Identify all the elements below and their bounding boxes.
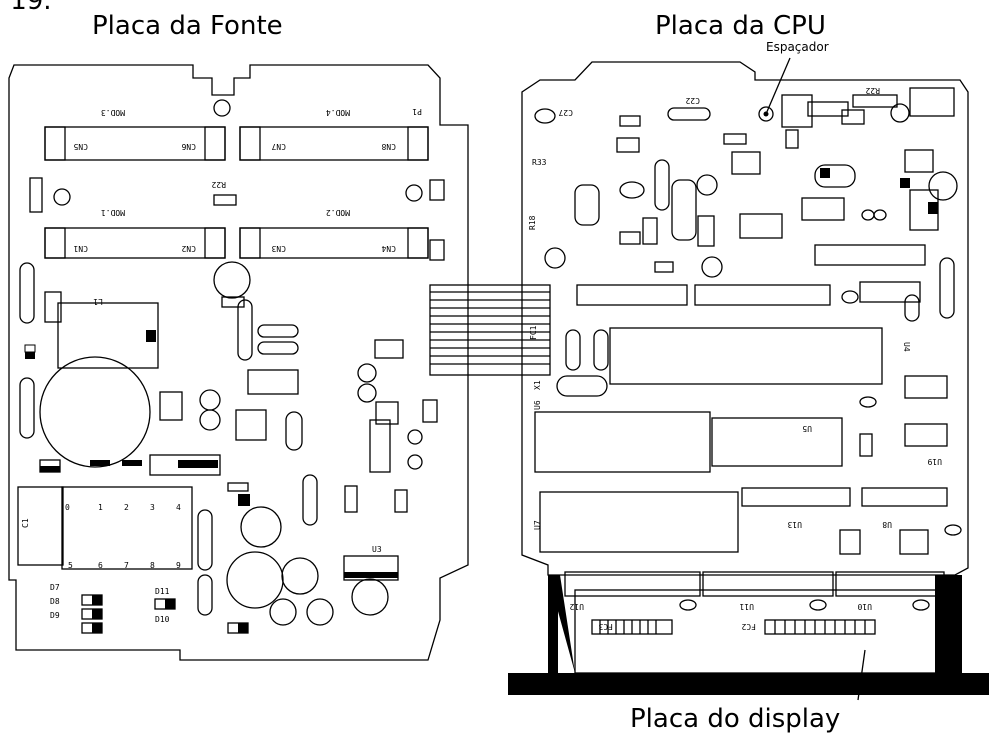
mod3-connector xyxy=(44,126,226,161)
svg-text:R18: R18 xyxy=(528,215,537,230)
svg-text:U3: U3 xyxy=(372,545,382,554)
svg-text:CN7: CN7 xyxy=(271,142,286,151)
svg-text:D8: D8 xyxy=(50,597,60,606)
svg-text:U4: U4 xyxy=(902,342,911,352)
component-labels: MOD.3 MOD.4 MOD.1 MOD.2 CN5 CN6 CN7 CN8 … xyxy=(21,86,942,631)
svg-text:9: 9 xyxy=(176,561,181,570)
svg-text:MOD.1: MOD.1 xyxy=(101,208,125,217)
svg-text:U5: U5 xyxy=(802,424,812,433)
display-board-title: Placa do display xyxy=(630,704,841,734)
svg-text:R22: R22 xyxy=(865,86,880,95)
svg-text:7: 7 xyxy=(124,561,129,570)
svg-text:U10: U10 xyxy=(857,602,872,611)
mod4-connector xyxy=(239,126,429,161)
svg-text:U6: U6 xyxy=(533,400,542,410)
svg-text:U8: U8 xyxy=(882,520,892,529)
svg-text:U11: U11 xyxy=(739,602,754,611)
svg-text:CN6: CN6 xyxy=(181,142,196,151)
cpu-board-title: Placa da CPU xyxy=(655,11,826,41)
terminal-block-t1 xyxy=(61,486,193,570)
mod2-connector xyxy=(239,227,429,259)
main-capacitor-c2 xyxy=(39,356,151,468)
svg-text:MOD.2: MOD.2 xyxy=(326,208,350,217)
svg-text:C27: C27 xyxy=(558,108,573,117)
svg-text:0: 0 xyxy=(65,503,70,512)
svg-text:FC1: FC1 xyxy=(529,325,538,340)
svg-text:CN5: CN5 xyxy=(73,142,88,151)
svg-text:U13: U13 xyxy=(787,520,802,529)
svg-text:1: 1 xyxy=(98,503,103,512)
svg-text:2: 2 xyxy=(124,503,129,512)
svg-text:D9: D9 xyxy=(50,611,60,620)
svg-text:MOD.3: MOD.3 xyxy=(101,108,125,117)
svg-text:D7: D7 xyxy=(50,583,60,592)
svg-text:D11: D11 xyxy=(155,587,170,596)
figure-label-fragment: a 19. xyxy=(0,0,52,16)
spacer-post xyxy=(758,106,774,122)
svg-text:FC2: FC2 xyxy=(741,622,756,631)
mod1-connector xyxy=(44,227,226,259)
svg-text:MOD.4: MOD.4 xyxy=(326,108,350,117)
power-board-outline xyxy=(8,64,469,661)
svg-text:R22: R22 xyxy=(211,180,226,189)
svg-text:CN3: CN3 xyxy=(271,244,286,253)
microcontroller-u4 xyxy=(609,327,883,385)
svg-text:R33: R33 xyxy=(532,158,547,167)
svg-text:FC3: FC3 xyxy=(598,622,613,631)
svg-text:L1: L1 xyxy=(93,297,103,306)
svg-text:6: 6 xyxy=(98,561,103,570)
power-board-title: Placa da Fonte xyxy=(92,11,283,41)
cpu-board-outline xyxy=(521,61,969,576)
svg-text:P1: P1 xyxy=(412,107,422,116)
spacer-label: Espaçador xyxy=(766,40,829,54)
svg-text:D10: D10 xyxy=(155,615,170,624)
svg-text:8: 8 xyxy=(150,561,155,570)
svg-text:4: 4 xyxy=(176,503,181,512)
svg-text:U7: U7 xyxy=(533,520,542,530)
regulator-u3 xyxy=(343,555,399,581)
inductor-l1 xyxy=(57,302,159,369)
svg-text:CN2: CN2 xyxy=(181,244,196,253)
svg-text:CN4: CN4 xyxy=(381,244,396,253)
ribbon-cable-fc1 xyxy=(429,284,551,376)
svg-text:U12: U12 xyxy=(569,602,584,611)
svg-text:CN8: CN8 xyxy=(381,142,396,151)
svg-text:U19: U19 xyxy=(927,457,942,466)
svg-text:5: 5 xyxy=(68,561,73,570)
svg-text:X1: X1 xyxy=(533,380,542,390)
svg-text:CN1: CN1 xyxy=(73,244,88,253)
svg-text:C22: C22 xyxy=(685,96,700,105)
svg-text:C1: C1 xyxy=(21,518,30,528)
svg-text:3: 3 xyxy=(150,503,155,512)
